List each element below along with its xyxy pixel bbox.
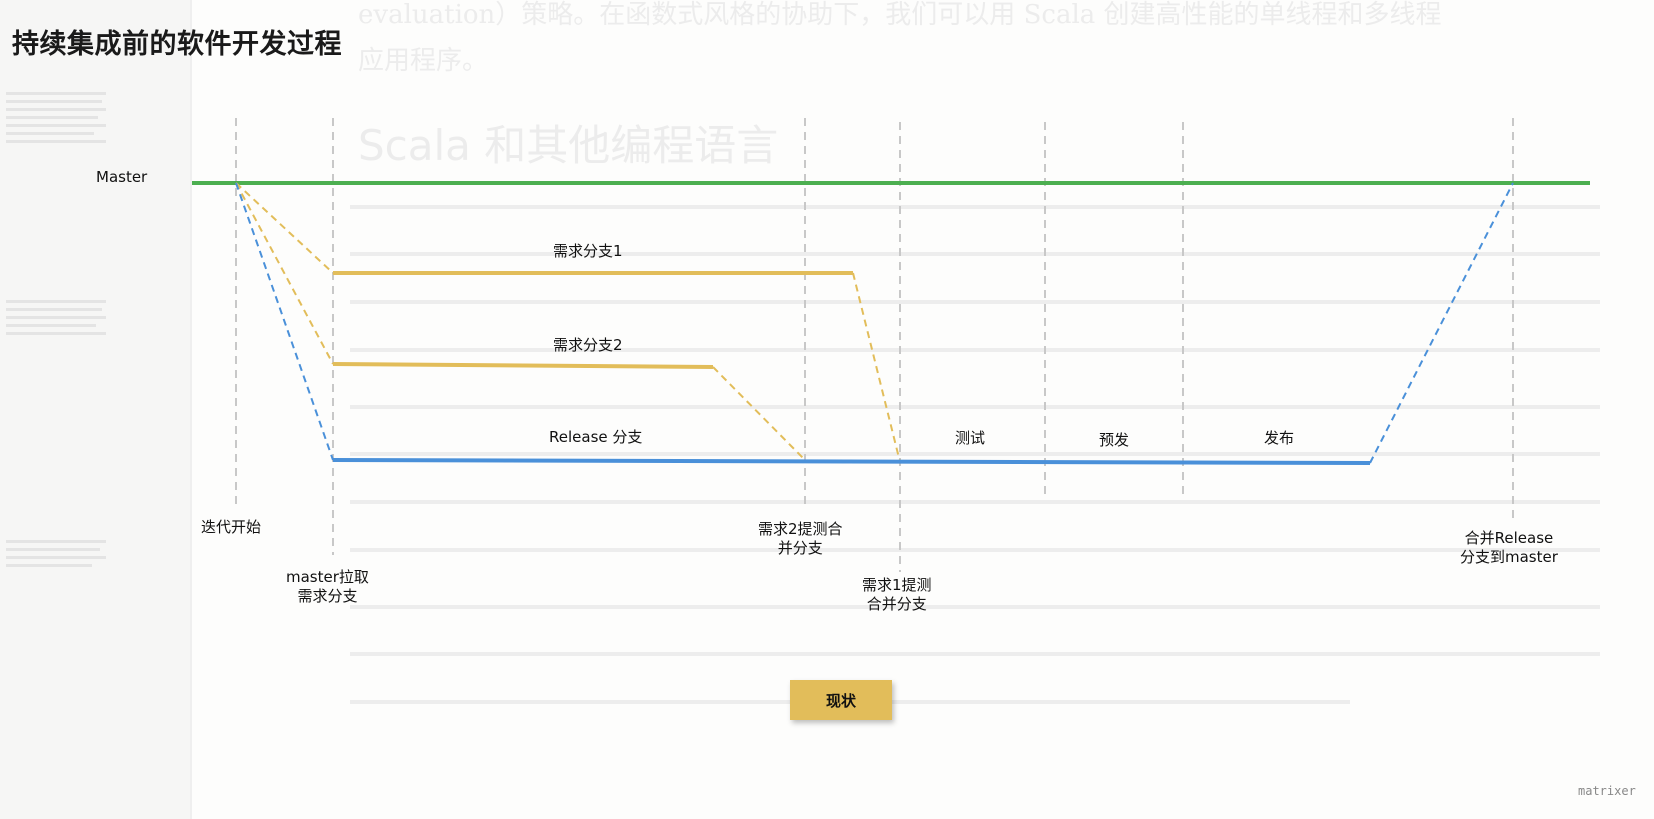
merge1-label-line2: 合并分支: [866, 595, 927, 613]
ghost-heading: Scala 和其他编程语言: [358, 121, 779, 170]
merge2-label-line1: 需求2提测合: [758, 520, 843, 538]
release-line: [332, 458, 1371, 465]
release-merge-master: [1369, 182, 1514, 464]
branch2-label: 需求分支2: [553, 336, 623, 354]
branch2-fork: [235, 182, 334, 365]
watermark: matrixer: [1578, 784, 1636, 798]
branch2-merge: [712, 366, 806, 461]
timeline-guides: [235, 118, 1514, 572]
branch1-label: 需求分支1: [553, 242, 623, 260]
branch2-line: [332, 362, 714, 369]
prerelease-label: 预发: [1099, 431, 1130, 449]
pull-label-line1: master拉取: [286, 568, 369, 586]
merge-master-label-line1: 合并Release: [1464, 529, 1554, 547]
iter-start-label: 迭代开始: [201, 518, 262, 536]
pull-label: master拉取 需求分支: [286, 568, 369, 606]
pull-label-line2: 需求分支: [297, 587, 358, 605]
merge2-label: 需求2提测合 并分支: [758, 520, 843, 558]
merge2-label-line2: 并分支: [777, 539, 823, 557]
branch1-merge: [852, 272, 901, 463]
ghost-line-2: 应用程序。: [358, 46, 489, 76]
page-title: 持续集成前的软件开发过程: [12, 29, 342, 60]
release-fork: [235, 182, 334, 461]
master-label: Master: [96, 168, 148, 186]
test-label: 测试: [955, 429, 986, 447]
merge1-label-line1: 需求1提测: [862, 576, 932, 594]
release-label: Release 分支: [549, 428, 643, 446]
status-quo-button[interactable]: 现状: [790, 680, 892, 720]
ghost-line-1: evaluation）策略。在函数式风格的协助下，我们可以用 Scala 创建高…: [358, 0, 1442, 30]
merge-master-label: 合并Release 分支到master: [1460, 529, 1558, 567]
merge1-label: 需求1提测 合并分支: [862, 576, 932, 614]
merge-master-label-line2: 分支到master: [1460, 548, 1558, 566]
publish-label: 发布: [1264, 429, 1295, 447]
branch1-fork: [235, 182, 334, 274]
